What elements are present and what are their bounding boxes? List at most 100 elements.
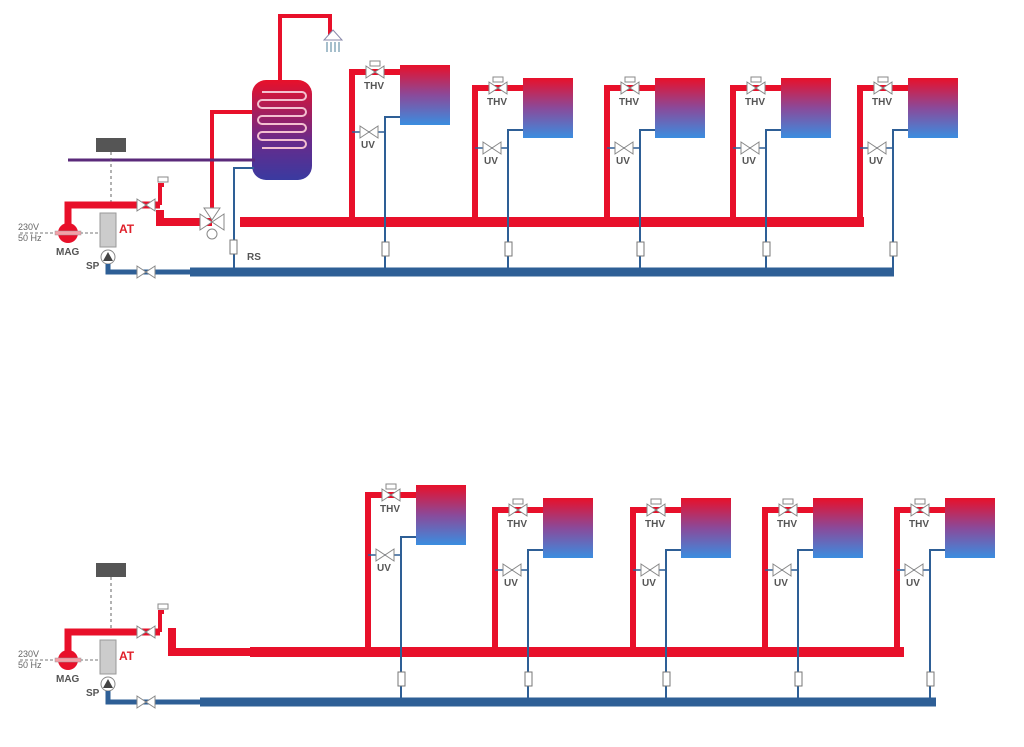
- shutoff-valve-boiler[interactable]: [136, 625, 156, 639]
- thermostatic-valve-thv[interactable]: [381, 488, 401, 502]
- thermostat-head-icon: [650, 498, 662, 505]
- uv-label: UV: [616, 156, 630, 167]
- controller-box: [96, 563, 126, 577]
- thermostatic-valve-thv[interactable]: [488, 81, 508, 95]
- storage-tank: [210, 14, 344, 268]
- check-valve: [524, 671, 533, 687]
- radiator-unit: THV UV: [857, 76, 958, 272]
- thv-label: THV: [645, 519, 665, 530]
- frequency-label: 50 Hz: [18, 233, 42, 243]
- shutoff-valve-boiler[interactable]: [136, 198, 156, 212]
- thermostatic-valve-thv[interactable]: [646, 503, 666, 517]
- radiator: [543, 498, 593, 558]
- rs-label: RS: [247, 252, 261, 263]
- thermostatic-valve-thv[interactable]: [910, 503, 930, 517]
- shutoff-valve-uv[interactable]: [867, 141, 887, 155]
- check-valve: [397, 671, 406, 687]
- radiator-unit: THV UV: [630, 498, 731, 702]
- radiator-unit: THV UV: [349, 60, 450, 272]
- shutoff-valve-uv[interactable]: [740, 141, 760, 155]
- controller-box: [96, 138, 126, 152]
- radiator: [813, 498, 863, 558]
- uv-label: UV: [642, 578, 656, 589]
- thermostatic-valve-thv[interactable]: [508, 503, 528, 517]
- shutoff-valve-uv[interactable]: [614, 141, 634, 155]
- radiator: [655, 78, 705, 138]
- uv-label: UV: [377, 563, 391, 574]
- thv-label: THV: [507, 519, 527, 530]
- thermostat-head-icon: [914, 498, 926, 505]
- radiator: [416, 485, 466, 545]
- check-valve: [504, 241, 513, 257]
- thermostatic-valve-thv[interactable]: [746, 81, 766, 95]
- shutoff-valve-return[interactable]: [136, 265, 156, 279]
- shutoff-valve-return[interactable]: [136, 695, 156, 709]
- thermostat-head-icon: [385, 483, 397, 490]
- flue-pipe: [278, 14, 332, 82]
- tank-body: [252, 80, 312, 180]
- shutoff-valve-uv[interactable]: [772, 563, 792, 577]
- thv-label: THV: [364, 81, 384, 92]
- mag-label: MAG: [56, 247, 80, 258]
- shutoff-valve-uv[interactable]: [640, 563, 660, 577]
- thv-label: THV: [745, 97, 765, 108]
- radiator: [681, 498, 731, 558]
- thv-label: THV: [380, 504, 400, 515]
- thermostat-head-icon: [782, 498, 794, 505]
- at-label: AT: [119, 222, 135, 236]
- radiator-unit: THV UV: [492, 498, 593, 702]
- uv-label: UV: [361, 140, 375, 151]
- shutoff-valve-uv[interactable]: [375, 548, 395, 562]
- three-way-mixing-valve[interactable]: [199, 207, 225, 240]
- thermostat-head-icon: [369, 60, 381, 67]
- radiator-unit: THV UV: [365, 483, 466, 702]
- vent-arrow-icon: [322, 29, 344, 41]
- thermostatic-valve-thv[interactable]: [365, 65, 385, 79]
- thermostat-head-icon: [624, 76, 636, 83]
- thermostatic-valve-thv[interactable]: [778, 503, 798, 517]
- radiator: [523, 78, 573, 138]
- thermostatic-valve-thv[interactable]: [873, 81, 893, 95]
- check-valve: [762, 241, 771, 257]
- thv-label: THV: [487, 97, 507, 108]
- shutoff-valve-uv[interactable]: [482, 141, 502, 155]
- check-valve: [381, 241, 390, 257]
- uv-label: UV: [869, 156, 883, 167]
- thv-label: THV: [909, 519, 929, 530]
- radiator: [945, 498, 995, 558]
- radiator-unit: THV UV: [894, 498, 995, 702]
- radiator: [400, 65, 450, 125]
- thermostat-head-icon: [512, 498, 524, 505]
- check-valve: [926, 671, 935, 687]
- check-valve: [794, 671, 803, 687]
- check-valve-rs: [229, 239, 238, 255]
- thermostat-head-icon: [877, 76, 889, 83]
- shutoff-valve-uv[interactable]: [904, 563, 924, 577]
- check-valve: [662, 671, 671, 687]
- thv-label: THV: [777, 519, 797, 530]
- uv-label: UV: [742, 156, 756, 167]
- shutoff-valve-uv[interactable]: [359, 125, 379, 139]
- at-label: AT: [119, 649, 135, 663]
- thermostatic-valve-thv[interactable]: [620, 81, 640, 95]
- air-vent-icon: [157, 176, 169, 183]
- boiler-at: [99, 212, 117, 248]
- boiler-at: [99, 639, 117, 675]
- radiator-unit: THV UV: [604, 76, 705, 272]
- shutoff-valve-uv[interactable]: [502, 563, 522, 577]
- radiator: [781, 78, 831, 138]
- sp-label: SP: [86, 688, 100, 699]
- voltage-label: 230V: [18, 222, 39, 232]
- uv-label: UV: [906, 578, 920, 589]
- thv-label: THV: [872, 97, 892, 108]
- thermostat-head-icon: [492, 76, 504, 83]
- air-vent-icon: [157, 603, 169, 610]
- uv-label: UV: [504, 578, 518, 589]
- heat-coil: [257, 91, 307, 149]
- check-valve: [889, 241, 898, 257]
- thv-label: THV: [619, 97, 639, 108]
